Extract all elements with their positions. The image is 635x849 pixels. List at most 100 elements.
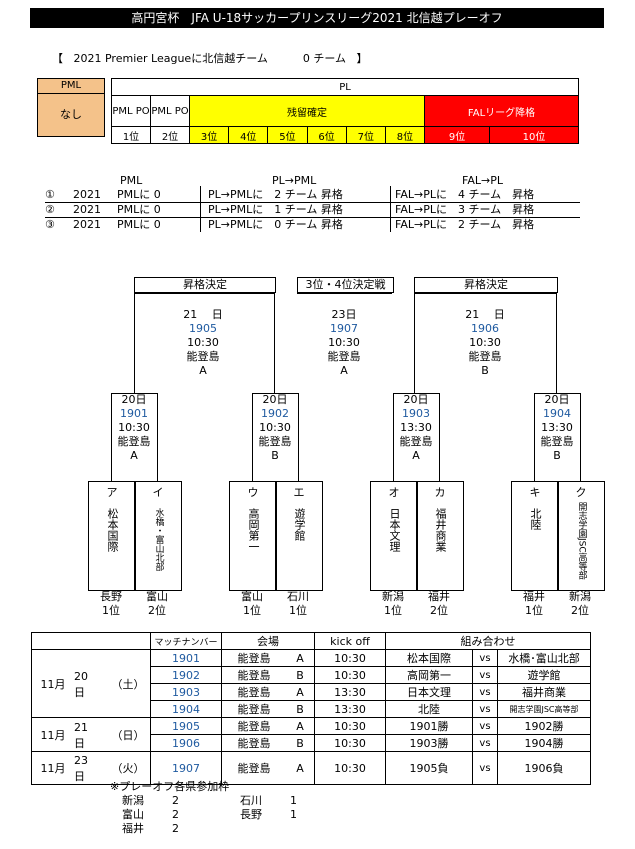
sched-nichi: 日 [74,770,85,783]
pref-name: 石川 [287,590,309,603]
final-info-right: 21 日 1906 10:30 能登島 B [450,308,520,378]
notes-num: 1 [290,794,297,807]
sched-vs: vs [472,700,498,718]
sched-dow: （土） [106,649,151,718]
team-name: 遊学館 [276,508,322,545]
sched-venue: 能登島 [221,700,286,718]
match-number: 1903 [402,407,430,420]
scenario-pml: PMLに 0 [117,218,161,231]
scenario-row: ① 2021 PMLに 0 PL→PMLに 2 チーム 昇格 FAL→PLに 4… [45,187,580,203]
team-name-text: 高岡第一 [247,508,260,552]
sched-header-blank [106,632,151,650]
scenario-num: ① [45,188,55,201]
bracket-line [298,393,299,481]
bracket-line [393,393,439,394]
scenario-pl: PL→PMLに 0 チーム 昇格 [208,218,343,231]
pl-header: PL [111,78,579,96]
sched-nichi: 日 [74,736,85,750]
sched-venue: 能登島 [221,751,286,785]
scenario-header-fal-pl: FAL→PL [462,174,503,187]
pref-name: 富山 [146,590,168,603]
sched-home: 1905負 [385,751,473,785]
match-venue: 能登島 [399,435,433,448]
sched-court: B [286,734,315,752]
match-date: 21 日 [465,308,505,321]
sched-header-kickoff: kick off [314,632,386,650]
scenario-year: 2021 [73,218,101,231]
semi-info: 20日 1904 13:30 能登島 B [527,393,587,463]
team-box: オ 日本文理 [370,481,418,591]
sched-time: 10:30 [314,649,386,667]
match-venue: 能登島 [540,435,574,448]
bracket-line [111,393,112,481]
bracket-line [534,393,535,481]
scenario-fal: FAL→PLに 3 チーム 昇格 [395,203,535,216]
scenario-header-pl-pml: PL→PML [272,174,317,187]
schedule-table: マッチナンバー 会場 kick off 組み合わせ 11月 20 日 （土） 1… [31,632,591,785]
sched-home: 日本文理 [385,683,473,701]
sched-match: 1906 [150,734,222,752]
scenario-pml: PMLに 0 [117,188,161,201]
match-venue: 能登島 [468,350,502,363]
sched-time: 13:30 [314,700,386,718]
pml-box: PML なし [37,78,105,137]
team-name: 日本文理 [371,508,417,556]
third-place-label: 3位・4位決定戦 [297,277,394,293]
team-letter: ア [106,486,118,499]
pml-box-value: なし [60,108,82,121]
match-court: B [271,449,279,462]
scenario-row: ② 2021 PMLに 0 PL→PMLに 1 チーム 昇格 FAL→PLに 3… [45,202,580,218]
sched-venue: 能登島 [221,649,286,667]
premier-league-line: 【 2021 Premier Leagueに北信越チーム 0 チーム 】 [52,50,368,66]
match-date: 20日 [403,393,429,406]
sched-header-match: マッチナンバー [150,632,222,650]
sched-away: 1902勝 [497,717,591,735]
sched-away: 水橋･富山北部 [497,649,591,667]
pref-rank: 2位 [571,604,589,617]
match-court: A [412,449,420,462]
bracket-line [393,393,394,481]
sched-header-pairing: 組み合わせ [385,632,591,650]
semi-info: 20日 1902 10:30 能登島 B [245,393,305,463]
team-name: 高岡第一 [230,508,276,556]
match-court: A [340,364,348,377]
team-letter: ク [575,486,587,499]
sched-venue: 能登島 [221,683,286,701]
pref-rank: 1位 [289,604,307,617]
rank-cell: 3位 [188,126,230,144]
sched-month: 11月 [31,751,74,785]
match-court: A [199,364,207,377]
bracket-open: 【 [52,52,63,65]
match-time: 10:30 [118,421,150,434]
notes-num: 2 [172,808,179,821]
rank-cell: 6位 [306,126,347,144]
match-court: B [481,364,489,377]
scenario-divider [390,186,391,232]
sched-header-venue: 会場 [221,632,315,650]
match-number: 1901 [120,407,148,420]
semi-info: 20日 1901 10:30 能登島 A [104,393,164,463]
scenario-year: 2021 [73,203,101,216]
team-letter: カ [434,486,446,499]
page-title: 高円宮杯 JFA U-18サッカープリンスリーグ2021 北信越プレーオフ [30,8,604,28]
match-time: 10:30 [259,421,291,434]
sched-court: A [286,649,315,667]
match-venue: 能登島 [258,435,292,448]
match-venue: 能登島 [117,435,151,448]
team-name-text: 松本国際 [106,508,119,552]
team-name: 松本国際 [89,508,135,556]
scenario-year: 2021 [73,188,101,201]
sched-nichi: 日 [74,685,85,699]
pml-box-header: PML [38,79,104,94]
bracket-line [111,393,157,394]
match-number: 1906 [471,322,499,335]
sched-day: 21 日 [74,717,106,752]
sched-time: 10:30 [314,717,386,735]
team-name: 福井商業 [417,508,463,556]
final-label-left: 昇格決定 [134,277,276,293]
